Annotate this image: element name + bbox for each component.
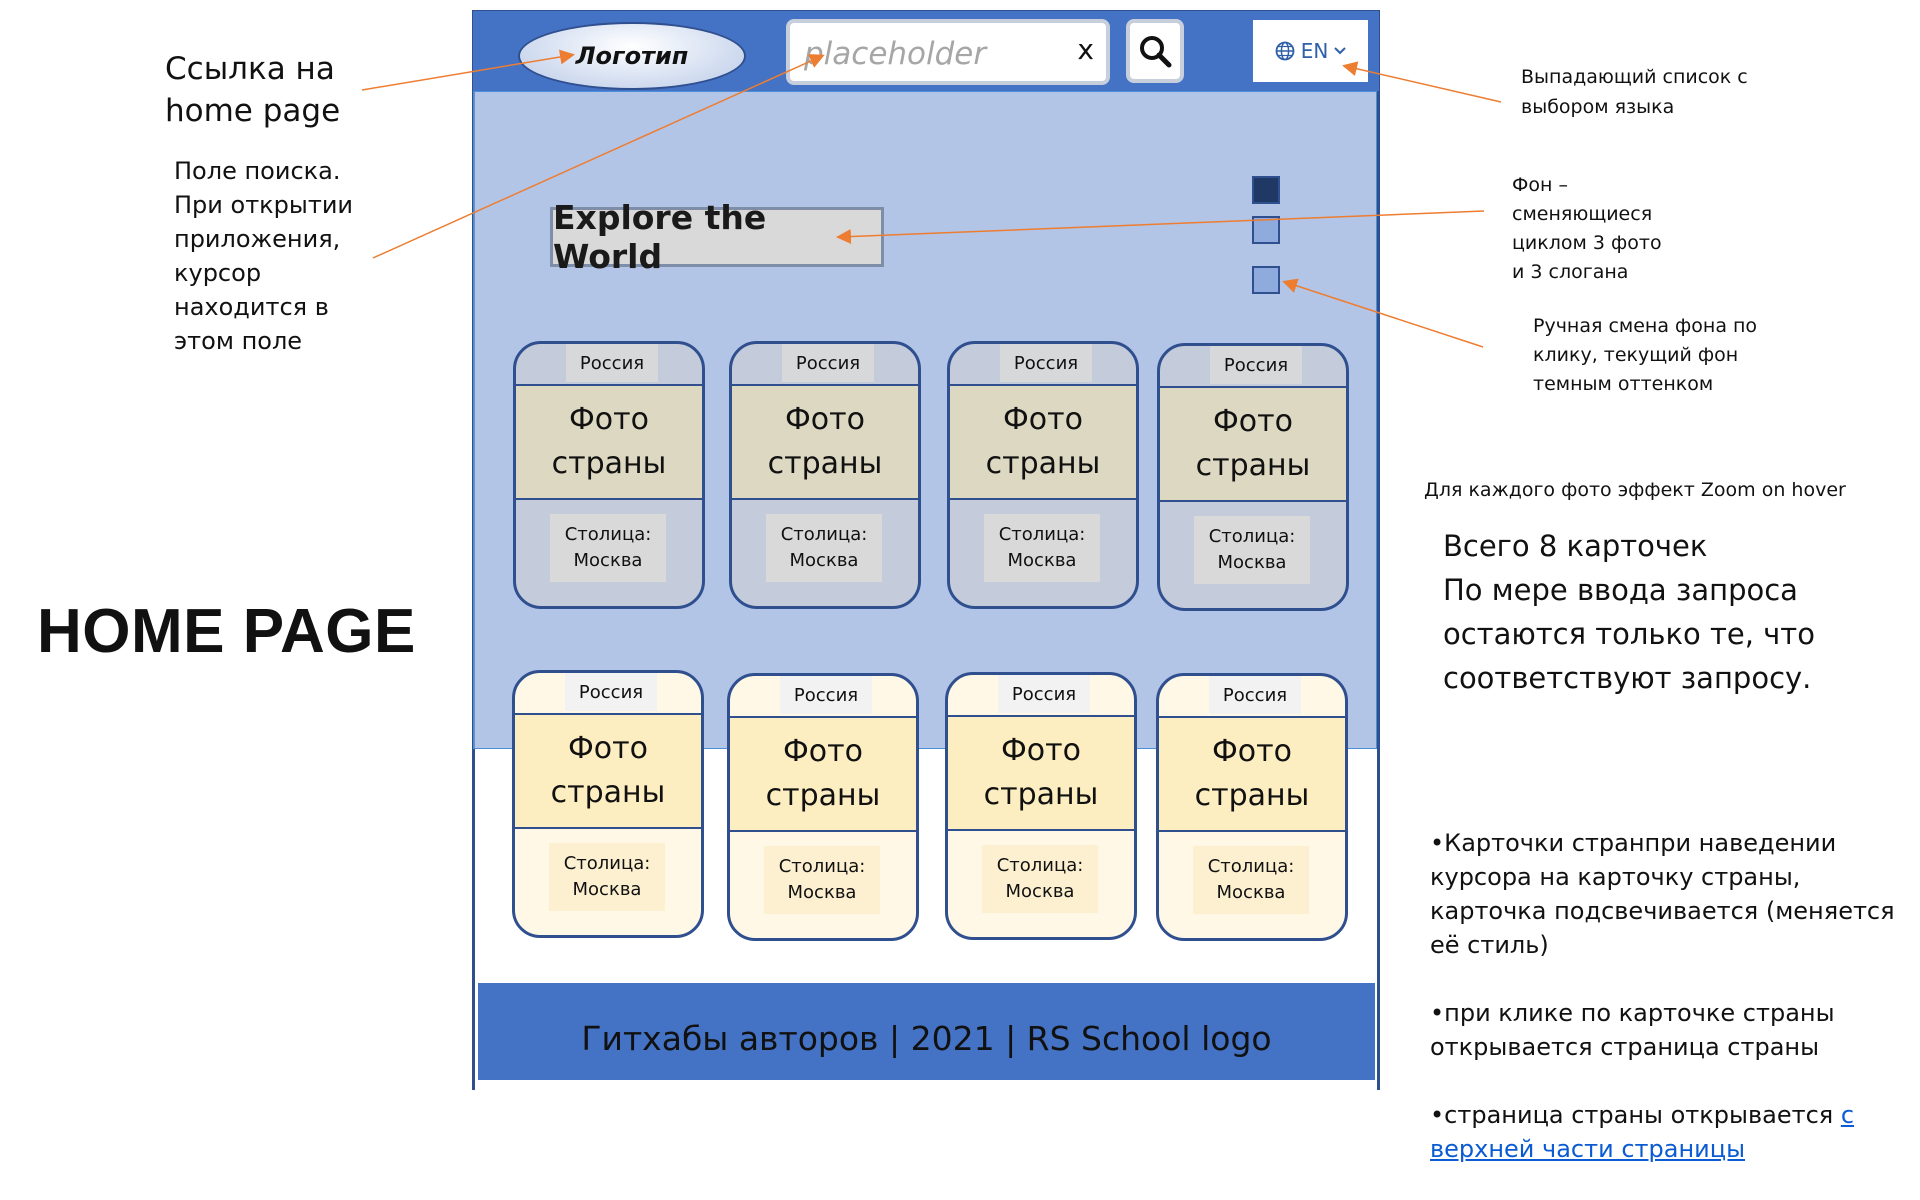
annotation-language-dropdown: Выпадающий список с выбором языка xyxy=(1521,66,1748,118)
language-label: EN xyxy=(1300,39,1329,63)
card-capital: Столица: Москва xyxy=(764,846,880,914)
logo-home-link[interactable]: Логотип xyxy=(518,22,746,90)
slide-indicator-2[interactable] xyxy=(1252,216,1280,244)
annotation-search-field: Поле поиска. При открытии приложения, ку… xyxy=(174,157,354,355)
card-photo: Фото страны xyxy=(732,384,918,500)
country-card[interactable]: Россия Фото страны Столица: Москва xyxy=(947,341,1139,609)
footer-text: Гитхабы авторов | 2021 | RS School logo xyxy=(581,1019,1272,1058)
annotation-cards-info: Всего 8 карточек По мере ввода запроса о… xyxy=(1443,529,1815,695)
card-photo: Фото страны xyxy=(515,713,701,829)
arrow-search-field xyxy=(372,54,825,259)
card-capital: Столица: Москва xyxy=(1193,846,1309,914)
search-button[interactable] xyxy=(1126,19,1184,83)
annotation-zoom-hover: Для каждого фото эффект Zoom on hover xyxy=(1424,479,1846,501)
card-capital: Столица: Москва xyxy=(982,845,1098,913)
card-photo: Фото страны xyxy=(1159,716,1345,832)
card-photo: Фото страны xyxy=(516,384,702,500)
country-card[interactable]: Россия Фото страны Столица: Москва xyxy=(729,341,921,609)
footer-bar xyxy=(478,983,1375,1080)
annotation-manual-switch: Ручная смена фона по клику, текущий фон … xyxy=(1533,315,1758,395)
country-card[interactable]: Россия Фото страны Столица: Москва xyxy=(945,672,1137,940)
arrow-background xyxy=(836,210,1485,245)
card-country: Россия xyxy=(1209,676,1301,714)
arrow-language xyxy=(1342,61,1502,103)
card-capital: Столица: Москва xyxy=(1194,516,1310,584)
slide-indicator-1[interactable] xyxy=(1252,176,1280,204)
search-box: x xyxy=(786,19,1110,85)
card-country: Россия xyxy=(1000,344,1092,382)
card-capital: Столица: Москва xyxy=(550,514,666,582)
card-country: Россия xyxy=(1210,346,1302,384)
card-capital: Столица: Москва xyxy=(766,514,882,582)
card-country: Россия xyxy=(998,675,1090,713)
card-photo: Фото страны xyxy=(730,716,916,832)
card-photo: Фото страны xyxy=(948,715,1134,831)
search-input[interactable] xyxy=(802,31,1066,77)
arrow-home-link xyxy=(361,49,575,91)
arrow-manual-switch xyxy=(1282,278,1484,348)
card-country: Россия xyxy=(780,676,872,714)
country-card[interactable]: Россия Фото страны Столица: Москва xyxy=(1156,673,1348,941)
card-country: Россия xyxy=(782,344,874,382)
annotation-background: Фон – сменяющиеся циклом 3 фото и 3 слог… xyxy=(1512,174,1662,283)
country-card[interactable]: Россия Фото страны Столица: Москва xyxy=(1157,343,1349,611)
annotation-bullet: •страница страны открывается с верхней ч… xyxy=(1430,1101,1855,1163)
annotation-arrows xyxy=(361,49,1502,348)
page-label: HOME PAGE xyxy=(37,597,416,666)
annotation-home-link: Ссылка на home page xyxy=(165,51,341,129)
country-card[interactable]: Россия Фото страны Столица: Москва xyxy=(513,341,705,609)
chevron-down-icon xyxy=(1334,47,1347,55)
clear-search-button[interactable]: x xyxy=(1077,33,1094,66)
card-capital: Столица: Москва xyxy=(984,514,1100,582)
country-card[interactable]: Россия Фото страны Столица: Москва xyxy=(727,673,919,941)
card-capital: Столица: Москва xyxy=(549,843,665,911)
country-card[interactable]: Россия Фото страны Столица: Москва xyxy=(512,670,704,938)
card-country: Россия xyxy=(566,344,658,382)
globe-icon xyxy=(1275,41,1295,61)
card-country: Россия xyxy=(565,673,657,711)
search-icon xyxy=(1140,36,1172,68)
annotation-bullet: •Карточки странпри наведении курсора на … xyxy=(1430,829,1895,959)
card-photo: Фото страны xyxy=(1160,386,1346,502)
card-photo: Фото страны xyxy=(950,384,1136,500)
annotation-bullet: •при клике по карточке страны открываетс… xyxy=(1430,999,1835,1061)
slide-indicator-3[interactable] xyxy=(1252,266,1280,294)
